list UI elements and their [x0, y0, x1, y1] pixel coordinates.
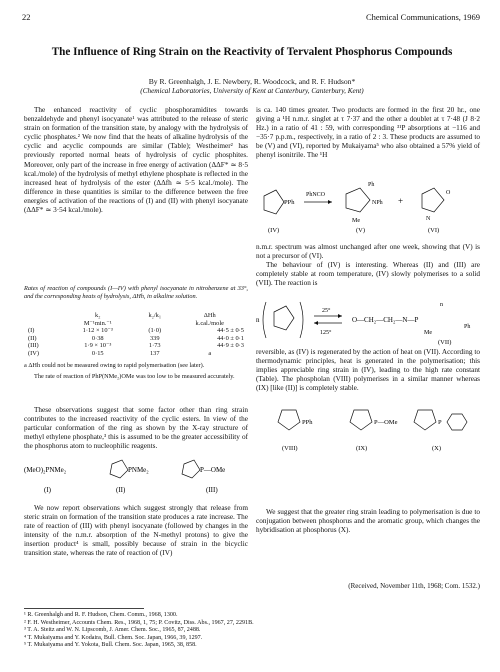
right-column-p5: We suggest that the greater ring strain …: [256, 508, 480, 535]
table-caption: Rates of reaction of compounds (I—IV) wi…: [24, 285, 248, 300]
journal-title: Chemical Communications, 1969: [365, 12, 480, 22]
paragraph-report: We now report observations which suggest…: [24, 504, 248, 558]
svg-text:(V): (V): [356, 227, 365, 234]
structures-VIII-IX-X: PPh (VIII) P—OMe (IX) P (X): [277, 409, 468, 452]
svg-text:Me: Me: [424, 330, 432, 336]
struct-number: (III): [206, 486, 218, 494]
svg-text:Ph: Ph: [464, 324, 470, 330]
table-header-row: k₂ k₂/k₁ ΔHh: [95, 312, 216, 319]
svg-text:Ph: Ph: [368, 182, 374, 188]
paragraph-products: is ca. 140 times greater. Two products a…: [256, 106, 480, 160]
reference-rule: [24, 608, 144, 609]
paragraph-intro: The enhanced reactivity of cyclic phosph…: [24, 106, 248, 215]
svg-text:125°: 125°: [320, 329, 332, 336]
received-date: (Received, November 11th, 1968; Com. 153…: [348, 582, 480, 590]
svg-text:(VII): (VII): [438, 339, 451, 346]
table-row: (II) 0·38 339 44·0 ± 0·1: [28, 334, 244, 342]
references: ¹ R. Greenhalgh and R. F. Hudson, Chem. …: [24, 608, 480, 650]
reference-item: ¹ R. Greenhalgh and R. F. Hudson, Chem. …: [24, 612, 178, 618]
authors: By R. Greenhalgh, J. E. Newbery, R. Wood…: [148, 77, 356, 86]
table-units-row: M⁻¹min.⁻¹ k.cal./mole: [83, 319, 224, 327]
svg-text:25°: 25°: [322, 307, 331, 314]
svg-text:P: P: [438, 419, 442, 426]
table-row: (III) 1·9 × 10⁻³ 1·73 44·9 ± 0·3: [28, 342, 244, 350]
reference-item: ⁴ T. Mukaiyama and Y. Kodaira, Bull. Che…: [24, 634, 203, 641]
struct-number: (II): [116, 486, 126, 494]
svg-text:(VIII): (VIII): [282, 445, 298, 452]
reference-item: ⁵ T. Mukaiyama and Y. Yokota, Bull. Chem…: [24, 642, 197, 649]
left-column-p2: These observations suggest that some fac…: [24, 406, 248, 451]
svg-text:(IV): (IV): [268, 227, 279, 234]
reference-item: ² F. H. Westheimer, Accounts Chem. Res.,…: [24, 619, 254, 626]
svg-text:NPh: NPh: [372, 200, 383, 206]
left-column: The enhanced reactivity of cyclic phosph…: [24, 106, 248, 215]
svg-text:+: +: [398, 196, 403, 206]
reference-item: ³ T. A. Steitz and W. N. Lipscomb, J. Am…: [24, 627, 201, 634]
struct-number: (I): [44, 486, 52, 494]
table-row: (IV) 0·15 137 a: [28, 349, 212, 357]
svg-text:Me: Me: [352, 218, 360, 224]
rates-table: k₂ k₂/k₁ ΔHh M⁻¹min.⁻¹ k.cal./mole (I) 1…: [26, 312, 246, 358]
svg-text:N: N: [426, 216, 431, 222]
struct-label: P—OMe: [200, 466, 225, 474]
svg-text:n: n: [440, 302, 443, 308]
affiliation: (Chemical Laboratories, University of Ke…: [140, 87, 364, 95]
structures-I-II-III: (MeO)₂PNMe₂ (I) PNMe₂ (II) P—OMe (III): [24, 459, 225, 494]
paragraph-observations: These observations suggest that some fac…: [24, 406, 248, 451]
scheme-2-polymerisation: n 25° 125° n O—CH₂—CH₂—N—P Me Ph (VII): [256, 301, 470, 346]
article-title: The Influence of Ring Strain on the Reac…: [51, 46, 453, 58]
svg-text:n: n: [256, 316, 260, 324]
svg-text:(IX): (IX): [356, 445, 367, 452]
svg-text:P—OMe: P—OMe: [374, 419, 398, 426]
svg-text:(VI): (VI): [428, 227, 439, 234]
table-note: a ΔHh could not be measured owing to rap…: [24, 362, 235, 380]
svg-text:PPh: PPh: [302, 419, 313, 426]
svg-text:PPh: PPh: [284, 199, 295, 206]
svg-text:O—CH₂—CH₂—N—P: O—CH₂—CH₂—N—P: [352, 316, 418, 324]
struct-label: (MeO)₂PNMe₂: [24, 466, 67, 474]
svg-text:(X): (X): [432, 445, 441, 452]
right-column-p2: n.m.r. spectrum was almost unchanged aft…: [256, 243, 480, 288]
svg-text:O: O: [446, 190, 451, 196]
right-column: is ca. 140 times greater. Two products a…: [256, 106, 480, 161]
page-number: 22: [22, 12, 31, 22]
left-column-p3: We now report observations which suggest…: [24, 504, 248, 559]
page-header: 22 Chemical Communications, 1969: [22, 12, 480, 24]
table-row: (I) 1·12 × 10⁻³ (1·0) 44·5 ± 0·5: [28, 327, 244, 335]
scheme-1: PPh (IV) PhNCO Ph NPh Me (V) + O N (VI): [263, 182, 451, 234]
right-column-p4: reversible, as (IV) is regenerated by th…: [256, 348, 480, 393]
svg-text:PhNCO: PhNCO: [306, 192, 326, 198]
struct-label: PNMe₂: [128, 466, 149, 474]
